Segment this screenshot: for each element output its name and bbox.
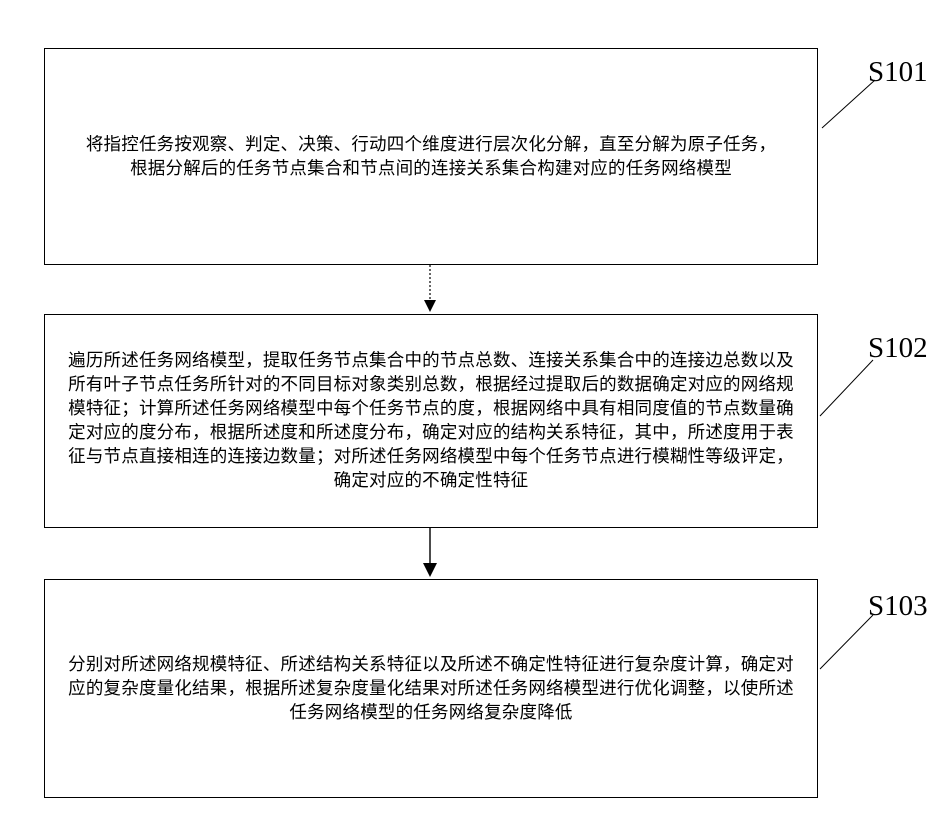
leader-line-s102	[820, 360, 873, 416]
leader-line-s103	[820, 615, 873, 669]
step-label-s101: S101	[868, 58, 928, 87]
step-box-s102: 遍历所述任务网络模型，提取任务节点集合中的节点总数、连接关系集合中的连接边总数以…	[44, 314, 818, 528]
step-label-s102: S102	[868, 334, 928, 363]
step-text-s103: 分别对所述网络规模特征、所述结构关系特征以及所述不确定性特征进行复杂度计算，确定…	[66, 653, 796, 725]
step-label-s103: S103	[868, 592, 928, 621]
step-box-s101: 将指控任务按观察、判定、决策、行动四个维度进行层次化分解，直至分解为原子任务，根…	[44, 48, 818, 265]
step-box-s103: 分别对所述网络规模特征、所述结构关系特征以及所述不确定性特征进行复杂度计算，确定…	[44, 579, 818, 798]
step-text-s102: 遍历所述任务网络模型，提取任务节点集合中的节点总数、连接关系集合中的连接边总数以…	[68, 349, 794, 493]
step-text-s101: 将指控任务按观察、判定、决策、行动四个维度进行层次化分解，直至分解为原子任务，根…	[81, 133, 781, 181]
